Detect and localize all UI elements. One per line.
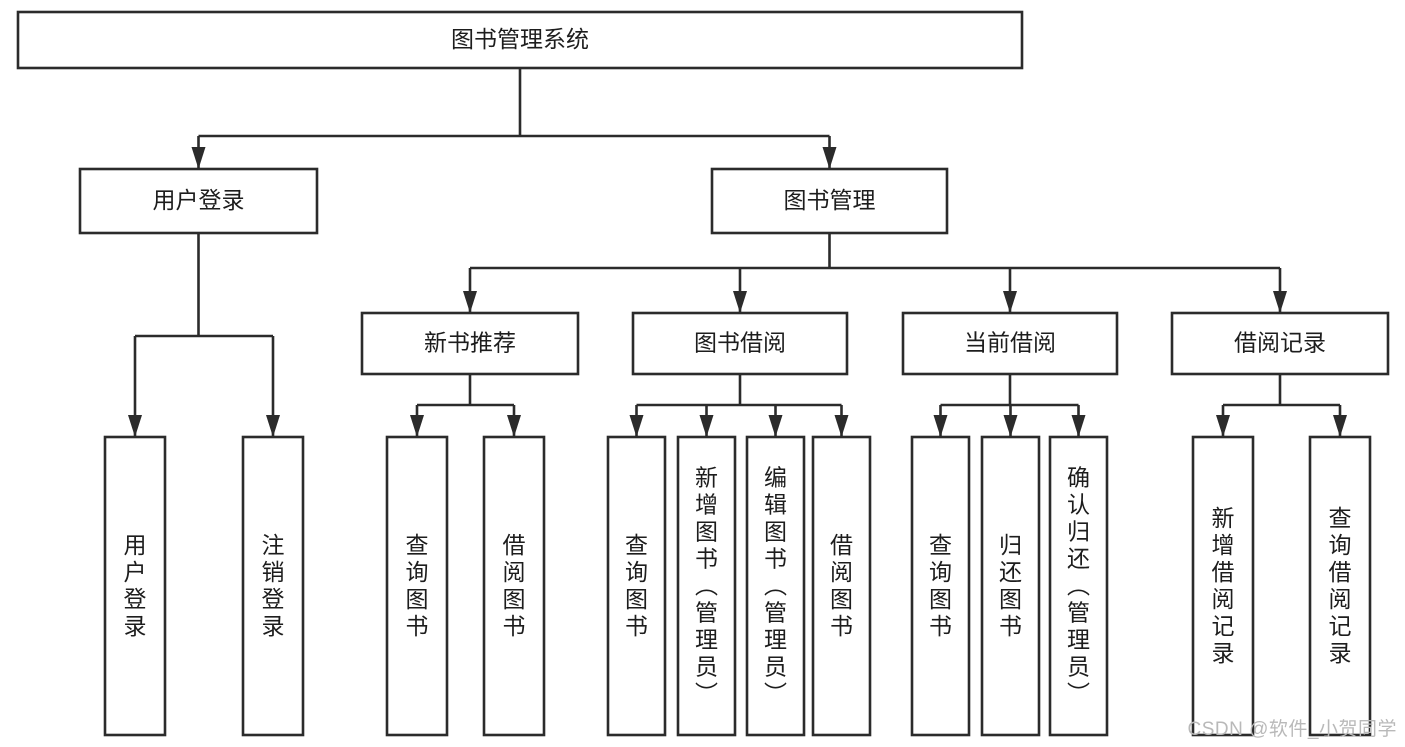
arrow-level3-3 (1003, 291, 1017, 313)
leaf-node-box[interactable] (811, 435, 872, 737)
arrow-leaf-1 (629, 415, 644, 437)
leaf-node-2[interactable]: 注销登录 (241, 435, 305, 737)
leaf-node-3[interactable]: 查询图书 (385, 435, 449, 737)
leaf-node-box[interactable] (1308, 435, 1372, 737)
leaf-node-label: 归还图书 (999, 532, 1022, 639)
leaf-node-box[interactable] (745, 435, 806, 737)
leaf-node-label: 用户登录 (124, 532, 147, 639)
nodes-layer: 图书管理系统用户登录图书管理新书推荐图书借阅当前借阅借阅记录用户登录注销登录查询… (16, 10, 1390, 737)
arrow-level3-4 (1273, 291, 1287, 313)
leaf-node-11[interactable]: 确认归还︵管理员︶ (1048, 435, 1109, 737)
arrow-leaf-1 (128, 415, 142, 437)
arrow-level2-2 (822, 147, 837, 169)
arrow-leaf-2 (266, 415, 280, 437)
leaf-node-label: 新增借阅记录 (1212, 505, 1235, 666)
leaf-node-box[interactable] (103, 435, 167, 737)
leaf-node-7[interactable]: 编辑图书︵管理员︶ (745, 435, 806, 737)
leaf-node-label: 注销登录 (262, 532, 285, 639)
level3-node-4[interactable]: 借阅记录 (1170, 311, 1390, 376)
leaf-node-box[interactable] (1048, 435, 1109, 737)
level3-node-label: 新书推荐 (424, 330, 516, 356)
level2-node-label: 用户登录 (153, 187, 245, 213)
leaf-node-box[interactable] (241, 435, 305, 737)
level3-node-3[interactable]: 当前借阅 (901, 311, 1119, 376)
leaf-node-box[interactable] (606, 435, 667, 737)
leaf-node-label: 查询借阅记录 (1329, 505, 1352, 666)
leaf-node-label: 借阅图书 (503, 532, 526, 639)
leaf-node-box[interactable] (980, 435, 1041, 737)
arrow-leaf-2 (1003, 415, 1018, 437)
root-node-label: 图书管理系统 (451, 26, 589, 52)
leaf-node-label: 确认归还︵管理员︶ (1067, 465, 1090, 707)
leaf-node-9[interactable]: 查询图书 (910, 435, 971, 737)
arrow-level3-2 (733, 291, 747, 313)
arrow-leaf-1 (1216, 415, 1230, 437)
connectors-layer (128, 68, 1347, 437)
arrow-leaf-2 (507, 415, 521, 437)
leaf-node-1[interactable]: 用户登录 (103, 435, 167, 737)
leaf-node-5[interactable]: 查询图书 (606, 435, 667, 737)
arrow-leaf-2 (1333, 415, 1347, 437)
level2-node-1[interactable]: 用户登录 (78, 167, 319, 235)
leaf-node-box[interactable] (1191, 435, 1255, 737)
level3-node-box[interactable] (631, 311, 849, 376)
level3-node-label: 当前借阅 (964, 330, 1056, 356)
arrow-leaf-3 (1071, 415, 1086, 437)
level3-node-box[interactable] (901, 311, 1119, 376)
level3-node-box[interactable] (360, 311, 580, 376)
level2-node-label: 图书管理 (784, 187, 876, 213)
level3-node-box[interactable] (1170, 311, 1390, 376)
leaf-node-13[interactable]: 查询借阅记录 (1308, 435, 1372, 737)
level3-node-2[interactable]: 图书借阅 (631, 311, 849, 376)
leaf-node-label: 借阅图书 (830, 532, 853, 639)
leaf-node-12[interactable]: 新增借阅记录 (1191, 435, 1255, 737)
arrow-level3-1 (463, 291, 477, 313)
leaf-node-label: 新增图书︵管理员︶ (695, 465, 718, 707)
level3-node-1[interactable]: 新书推荐 (360, 311, 580, 376)
root-node-1[interactable]: 图书管理系统 (16, 10, 1024, 70)
leaf-node-label: 编辑图书︵管理员︶ (764, 465, 787, 707)
leaf-node-4[interactable]: 借阅图书 (482, 435, 546, 737)
leaf-node-label: 查询图书 (625, 532, 648, 639)
level3-node-label: 图书借阅 (694, 330, 786, 356)
level2-node-box[interactable] (78, 167, 319, 235)
leaf-node-box[interactable] (482, 435, 546, 737)
leaf-node-box[interactable] (676, 435, 737, 737)
leaf-node-label: 查询图书 (929, 532, 952, 639)
leaf-node-box[interactable] (385, 435, 449, 737)
arrow-leaf-4 (834, 415, 849, 437)
arrow-leaf-2 (699, 415, 714, 437)
level2-node-2[interactable]: 图书管理 (710, 167, 949, 235)
arrow-leaf-1 (933, 415, 948, 437)
root-node-box[interactable] (16, 10, 1024, 70)
leaf-node-box[interactable] (910, 435, 971, 737)
leaf-node-label: 查询图书 (406, 532, 429, 639)
arrow-leaf-3 (768, 415, 783, 437)
level3-node-label: 借阅记录 (1234, 330, 1326, 356)
leaf-node-6[interactable]: 新增图书︵管理员︶ (676, 435, 737, 737)
leaf-node-10[interactable]: 归还图书 (980, 435, 1041, 737)
leaf-node-8[interactable]: 借阅图书 (811, 435, 872, 737)
level2-node-box[interactable] (710, 167, 949, 235)
arrow-leaf-1 (410, 415, 424, 437)
arrow-level2-1 (191, 147, 206, 169)
